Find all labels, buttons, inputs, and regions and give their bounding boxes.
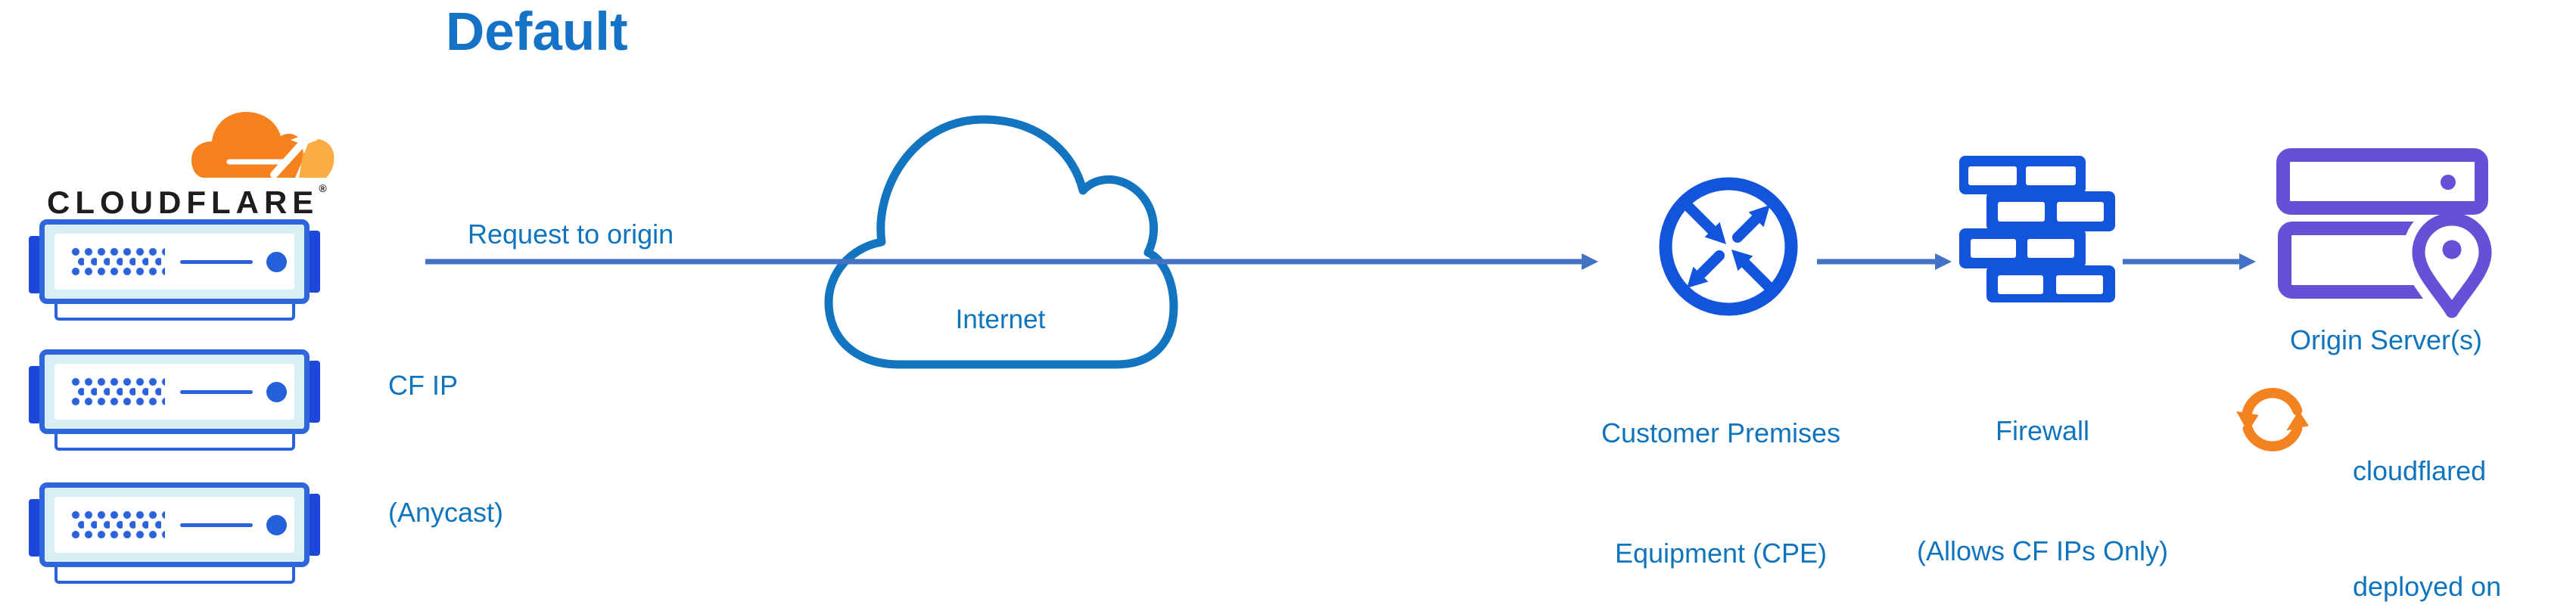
server-panel — [54, 364, 294, 420]
edge-server-icon — [29, 349, 320, 451]
server-vent-dots — [71, 247, 165, 277]
location-pin-icon — [2403, 203, 2501, 327]
cf-ip-anycast-label: CF IP (Anycast) — [388, 280, 503, 614]
page-title: Default — [446, 2, 628, 62]
server-right-tab — [308, 231, 320, 293]
cloudflared-line1: cloudflared — [2353, 455, 2487, 486]
registered-trademark-symbol: ® — [319, 182, 327, 194]
cloudflare-wordmark: CLOUDFLARE® — [47, 182, 327, 221]
server-right-tab — [308, 361, 320, 423]
cpe-label: Customer Premises Equipment (CPE) — [1562, 333, 1880, 614]
flow-arrow — [425, 253, 1598, 270]
server-power-dot — [266, 251, 287, 272]
cf-ip-line1: CF IP — [388, 370, 459, 401]
server-slot-line — [180, 259, 253, 264]
origin-servers-label: Origin Server(s) — [2289, 324, 2483, 355]
request-to-origin-label: Request to origin — [468, 219, 674, 250]
cloudflare-logo-icon — [191, 112, 334, 178]
server-panel — [54, 234, 294, 290]
edge-server-icon — [29, 219, 320, 321]
cloudflared-line2: deployed on — [2353, 571, 2502, 602]
server-body — [39, 482, 310, 567]
sync-icon — [2236, 388, 2309, 451]
cpe-line2: Equipment (CPE) — [1614, 538, 1828, 569]
cloudflare-wordmark-text: CLOUDFLARE — [47, 185, 319, 220]
server-left-tab — [29, 499, 41, 557]
origin-servers-icon — [2276, 148, 2501, 327]
server-power-dot — [266, 381, 287, 402]
internet-cloud-icon — [824, 115, 1178, 369]
firewall-icon — [1959, 156, 2115, 302]
server-panel — [54, 497, 294, 553]
firewall-label: Firewall (Allows CF IPs Only) — [1872, 330, 2213, 614]
server-vent-dots — [71, 510, 165, 540]
cpe-router-icon — [1659, 177, 1798, 316]
server-left-tab — [29, 236, 41, 293]
cpe-line1: Customer Premises — [1601, 417, 1841, 448]
cloudflared-note: cloudflared deployed on servers — [2353, 374, 2501, 614]
server-right-tab — [308, 494, 320, 556]
server-vent-dots — [71, 377, 165, 407]
firewall-line1: Firewall — [1995, 415, 2089, 446]
server-left-tab — [29, 366, 41, 423]
flow-arrow — [2123, 253, 2256, 270]
server-body — [39, 219, 310, 304]
firewall-line2: (Allows CF IPs Only) — [1916, 535, 2169, 566]
server-power-dot — [266, 514, 287, 535]
server-body — [39, 349, 310, 434]
cf-ip-line2: (Anycast) — [388, 497, 504, 528]
flow-arrow — [1817, 253, 1952, 270]
server-slot-line — [180, 389, 253, 394]
server-slot-line — [180, 523, 253, 527]
edge-server-icon — [29, 482, 320, 584]
internet-label: Internet — [955, 305, 1046, 334]
